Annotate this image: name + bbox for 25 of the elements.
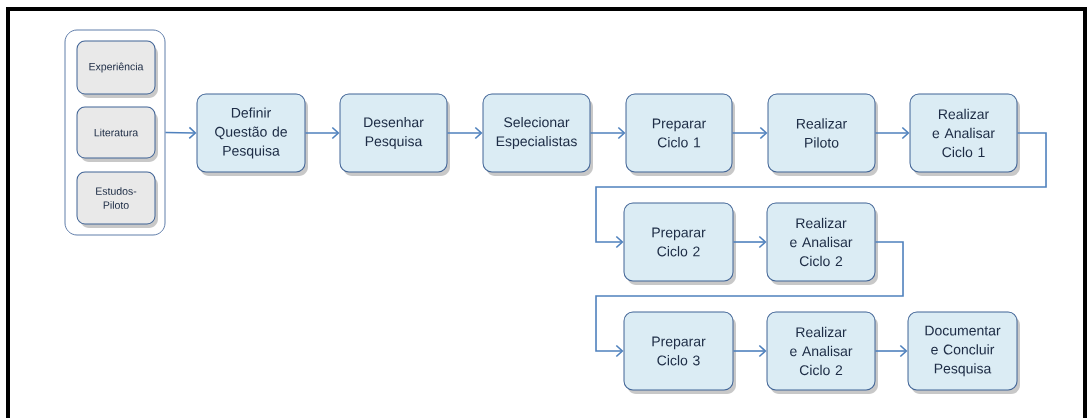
arrow: [732, 235, 767, 249]
arrow: [595, 132, 1047, 249]
process-box: Selecionar Especialistas: [482, 93, 593, 176]
arrow: [446, 126, 483, 140]
process-box: Realizar e Analisar Ciclo 2: [766, 202, 878, 285]
process-box: Realizar Piloto: [767, 93, 878, 176]
process-box: Realizar e Analisar Ciclo 2: [766, 311, 878, 394]
arrow: [732, 344, 767, 358]
arrow: [731, 126, 768, 140]
arrow: [595, 241, 904, 358]
process-box: Documentar e Concluir Pesquisa: [907, 311, 1020, 394]
process-box: Preparar Ciclo 1: [625, 93, 735, 176]
source-box: Experiência: [76, 40, 158, 98]
process-box: Realizar e Analisar Ciclo 1: [909, 93, 1020, 176]
arrow: [874, 344, 908, 358]
arrow: [874, 126, 910, 140]
process-box: Desenhar Pesquisa: [339, 93, 450, 176]
source-box: Estudos-Piloto: [76, 171, 158, 228]
source-box: Literatura: [76, 106, 158, 162]
process-box: Preparar Ciclo 3: [623, 311, 736, 394]
arrow: [304, 126, 340, 140]
arrow: [589, 126, 626, 140]
arrow: [164, 126, 197, 140]
process-box: Preparar Ciclo 2: [623, 202, 736, 285]
process-box: Definir Questão de Pesquisa: [196, 93, 308, 176]
